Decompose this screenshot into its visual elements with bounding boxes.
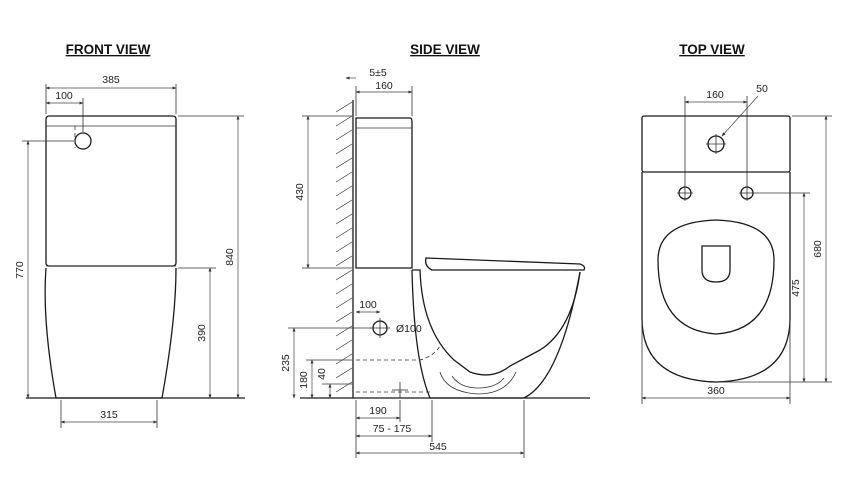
dim-side-setout-range-label: 75 - 175 [373,423,412,435]
dim-top-fixing-spacing-label: 160 [706,89,724,101]
side-trap [439,371,517,395]
top-view-title: TOP VIEW [679,42,745,57]
dim-front-button-label: 100 [55,90,73,102]
front-view-title: FRONT VIEW [66,42,151,57]
side-seat [424,257,586,271]
top-outlet-icon [701,245,731,283]
dim-side-waste-height-2-label: 40 [316,368,328,380]
dim-front-bowl-height-label: 390 [196,324,208,342]
dim-side-cistern-height-label: 430 [294,183,306,201]
dim-side-inlet-offset-label: 100 [359,299,377,311]
side-trap-inner [451,375,505,389]
dim-top-width-label: 360 [707,385,725,397]
dim-side-length-label: 545 [429,441,447,453]
dim-top-depth-label: 680 [812,240,824,258]
dim-side-inlet-height-label: 235 [280,354,292,372]
side-view-title: SIDE VIEW [410,42,480,57]
side-view: SIDE VIEW [280,42,590,458]
side-cistern [355,117,413,269]
dim-side-setout-label: 190 [369,405,387,417]
dim-top-seat-depth-label: 475 [790,279,802,297]
flush-button-icon [74,132,92,150]
front-view: FRONT VIEW 385 100 840 770 390 [14,42,245,428]
top-cistern [641,115,791,173]
dim-front-width-label: 385 [102,74,120,86]
dim-front-base-label: 315 [100,409,118,421]
dim-side-inlet-diameter-label: Ø100 [396,323,422,335]
front-cistern [45,115,177,267]
side-bowl-curve [412,269,581,376]
side-waste-path [356,345,441,361]
dim-side-cistern-depth-label: 160 [375,80,393,92]
top-view: TOP VIEW 50 160 680 47 [641,42,832,404]
dim-top-button-label: 50 [756,83,768,95]
top-seat-ring [657,219,775,335]
wall-hatching [335,101,353,393]
dim-front-seat-height-label: 770 [14,261,26,279]
dim-side-wall-gap-label: 5±5 [369,67,387,79]
front-pedestal [44,267,177,399]
dim-top-button-leader [721,95,759,137]
side-bowl-outer [411,269,581,399]
dim-front-height-label: 840 [224,248,236,266]
top-bowl-outline [641,172,791,383]
dim-side-waste-height-1-label: 180 [298,371,310,389]
